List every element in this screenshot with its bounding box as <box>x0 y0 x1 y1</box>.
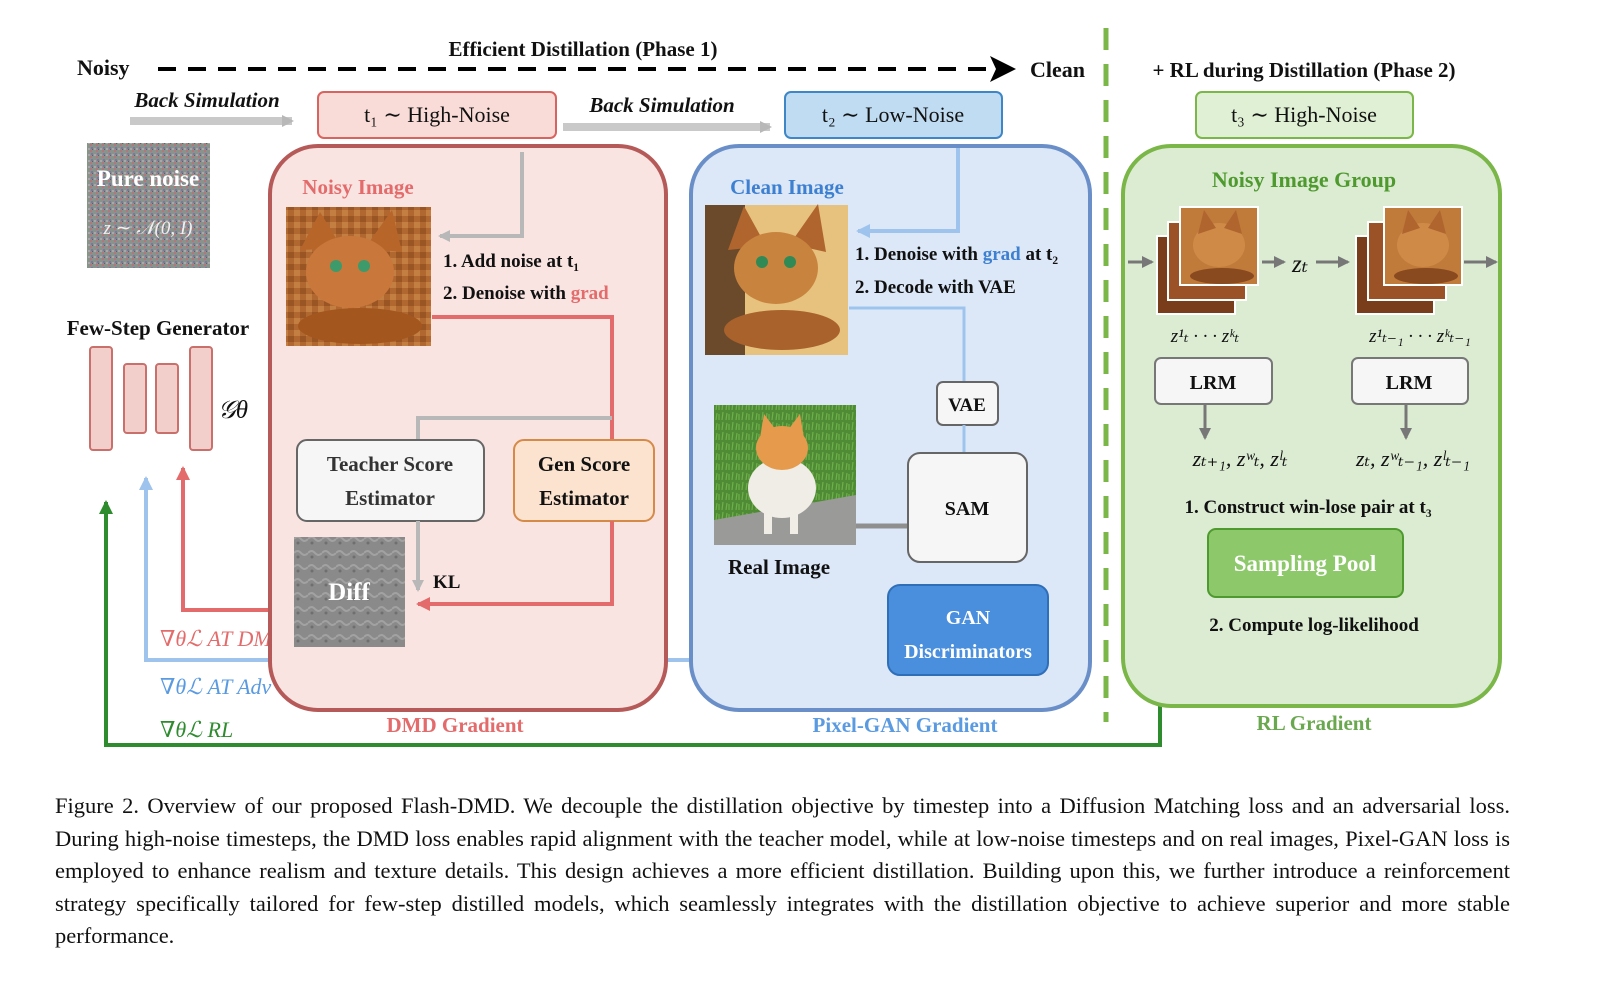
zt-label: zₜ <box>1291 251 1308 278</box>
back-simulation-label-1: Back Simulation <box>133 88 279 112</box>
denoise-arrow <box>856 148 960 238</box>
sampling-pool-label: Sampling Pool <box>1234 551 1377 576</box>
dmd-step2: 2. Denoise with grad <box>443 283 609 304</box>
disc-line2: Discriminators <box>904 641 1032 663</box>
t3-high-noise-box <box>1195 91 1414 139</box>
diff-label: Diff <box>328 579 370 606</box>
generator-layer-4 <box>189 346 213 451</box>
rl-step1: 1. Construct win-lose pair at t₃ <box>1184 497 1431 518</box>
noisy-image-group-title: Noisy Image Group <box>1212 167 1396 192</box>
real-image-label: Real Image <box>728 555 830 579</box>
decode-path <box>849 306 966 382</box>
clean-cat-image <box>705 204 848 355</box>
denoise-grad-path <box>432 315 614 440</box>
generator-layer-2 <box>123 363 147 434</box>
rl-gradient-footer: RL Gradient <box>1257 711 1372 735</box>
z-right-label: z¹ₜ₋₁ · · · zᵏₜ₋₁ <box>1368 326 1471 347</box>
t1-label: t₁ ∼ High-Noise <box>364 102 510 127</box>
out-left-label: zₜ₊₁, zʷₜ, zˡₜ <box>1192 446 1288 471</box>
gan-step2: 2. Decode with VAE <box>855 277 1016 298</box>
lrm-right-label: LRM <box>1386 372 1433 394</box>
pure-noise-image <box>87 143 210 268</box>
sam-label: SAM <box>945 498 990 520</box>
pure-noise-formula: z ∼ 𝒩(0, I) <box>103 218 193 239</box>
phase1-title: Efficient Distillation (Phase 1) <box>449 37 718 61</box>
clean-image-title: Clean Image <box>730 175 844 199</box>
t1-high-noise-box <box>317 91 557 139</box>
disc-line1: GAN <box>946 607 991 629</box>
pixel-gan-gradient-footer: Pixel-GAN Gradient <box>813 713 998 737</box>
vae-label: VAE <box>948 395 986 416</box>
gan-step1: 1. Denoise with grad at t₂ <box>855 244 1058 265</box>
diff-image <box>294 537 405 647</box>
grad-dmd-label: ∇θℒ AT DMD <box>160 626 288 651</box>
lrm-left-label: LRM <box>1190 372 1237 394</box>
lrm-box-right <box>1351 357 1469 405</box>
gen-score-estimator <box>513 439 655 522</box>
generator-symbol: 𝒢θ <box>218 397 248 424</box>
gan-discriminators-box <box>887 584 1049 676</box>
figure-caption: Figure 2. Overview of our proposed Flash… <box>55 793 1510 948</box>
noisy-cat-image <box>286 207 431 346</box>
t2-low-noise-box <box>784 91 1003 139</box>
kl-label: KL <box>433 572 460 593</box>
add-noise-arrow <box>438 152 524 242</box>
noisy-image-stack-right <box>1355 206 1463 315</box>
dmd-gradient-footer: DMD Gradient <box>386 713 523 737</box>
flash-dmd-diagram: Noisy Efficient Distillation (Phase 1) C… <box>67 28 1502 747</box>
sampling-pool-box <box>1207 528 1404 598</box>
teacher-line2: Estimator <box>345 486 435 510</box>
phase2-title: + RL during Distillation (Phase 2) <box>1152 58 1455 82</box>
real-cat-image <box>714 405 856 545</box>
score-connector <box>416 416 612 440</box>
generator-title: Few-Step Generator <box>67 316 250 340</box>
gen-to-kl-arrow <box>416 521 614 611</box>
gen-line2: Estimator <box>539 486 629 510</box>
rl-step2: 2. Compute log-likelihood <box>1209 615 1419 636</box>
grad-rl-label: ∇θℒ RL <box>160 717 233 742</box>
t2-label: t₂ ∼ Low-Noise <box>822 102 964 127</box>
noisy-label: Noisy <box>77 55 130 80</box>
noisy-image-title: Noisy Image <box>302 175 413 199</box>
vae-box <box>936 381 999 426</box>
pure-noise-label: Pure noise <box>97 166 199 191</box>
clean-label: Clean <box>1030 57 1085 82</box>
noisy-image-stack-left <box>1156 206 1259 315</box>
z-left-label: z¹ₜ · · · zᵏₜ <box>1170 326 1240 347</box>
generator-layer-3 <box>155 363 179 434</box>
dmd-gradient-arrow <box>176 466 294 612</box>
teacher-line1: Teacher Score <box>327 452 453 476</box>
t3-label: t₃ ∼ High-Noise <box>1231 102 1377 127</box>
teacher-score-estimator <box>296 439 485 522</box>
out-right-label: zₜ, zʷₜ₋₁, zˡₜ₋₁ <box>1355 446 1470 471</box>
sam-box <box>907 452 1028 563</box>
generator-layer-1 <box>89 346 113 451</box>
gen-line1: Gen Score <box>538 452 630 476</box>
back-simulation-label-2: Back Simulation <box>588 93 734 117</box>
lrm-box-left <box>1154 357 1273 405</box>
grad-adv-label: ∇θℒ AT Adv <box>160 674 272 699</box>
dmd-step1: 1. Add noise at t₁ <box>443 251 579 272</box>
